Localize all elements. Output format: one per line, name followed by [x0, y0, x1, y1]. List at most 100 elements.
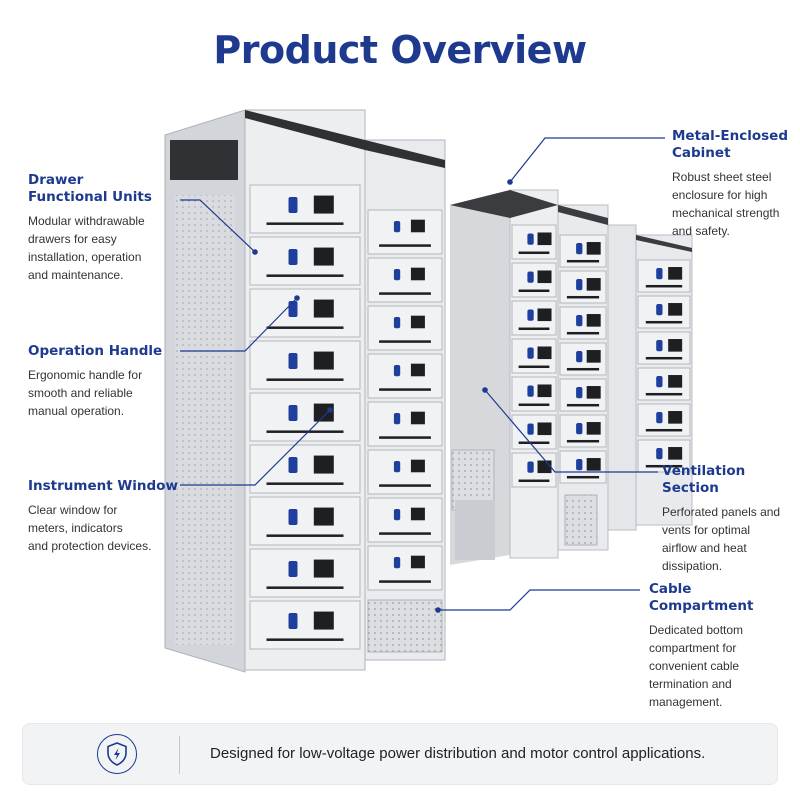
callout-operation-handle: Operation Handle Ergonomic handle for sm…	[28, 343, 178, 420]
instrument-window	[537, 346, 552, 360]
instrument-window	[313, 611, 334, 630]
leader-lines	[180, 137, 665, 611]
drawer-pull-bar	[266, 222, 344, 225]
operation-handle	[393, 509, 401, 521]
drawer-pull-bar	[518, 365, 550, 369]
instrument-window	[313, 351, 334, 370]
drawer-pull-bar	[518, 327, 550, 331]
instrument-window	[537, 422, 552, 436]
drawer-pull-bar	[518, 403, 550, 407]
instrument-window	[537, 460, 552, 474]
callout-description: Dedicated bottom compartment for conveni…	[649, 623, 744, 709]
instrument-window	[313, 195, 334, 214]
operation-handle	[288, 405, 298, 421]
drawer-pull-bar	[645, 356, 683, 360]
drawer-unit	[249, 236, 361, 286]
callout-heading: Metal-Enclosed	[672, 128, 788, 144]
drawer-pull-bar	[379, 292, 431, 295]
callout-heading: Cable Compartment	[649, 581, 754, 614]
operation-handle	[527, 423, 534, 435]
drawer-pull-bar	[266, 638, 344, 641]
drawer-unit	[249, 548, 361, 598]
operation-handle	[288, 301, 298, 317]
drawer-pull-bar	[379, 388, 431, 391]
instrument-window	[586, 350, 601, 363]
instrument-window	[586, 422, 601, 435]
callout-heading: Operation Handle	[28, 343, 163, 359]
drawer-pull-bar	[266, 378, 344, 381]
drawer-pull-bar	[266, 586, 344, 589]
drawer-pull-bar	[645, 428, 683, 432]
operation-handle	[656, 340, 663, 352]
operation-handle	[576, 387, 583, 399]
operation-handle	[288, 197, 298, 213]
drawer-unit	[367, 257, 443, 303]
operation-handle	[576, 459, 583, 471]
instrument-window	[668, 267, 683, 280]
drawer-unit	[367, 497, 443, 543]
operation-handle	[393, 557, 401, 569]
leader-dots	[252, 179, 513, 613]
shield-lightning-icon	[97, 734, 137, 774]
instrument-window	[537, 270, 552, 284]
drawer-pull-bar	[379, 484, 431, 487]
instrument-window	[410, 219, 425, 233]
operation-handle	[576, 243, 583, 255]
instrument-window	[668, 375, 683, 388]
operation-handle	[288, 613, 298, 629]
operation-handle	[527, 309, 534, 321]
drawer-pull-bar	[518, 251, 550, 255]
callout-cable-compartment: Cable Compartment Dedicated bottom compa…	[649, 581, 789, 711]
callout-ventilation-section: Ventilation Section Perforated panels an…	[662, 463, 787, 575]
operation-handle	[656, 376, 663, 388]
drawer-unit	[249, 184, 361, 234]
instrument-window	[410, 267, 425, 281]
operation-handle	[393, 269, 401, 281]
callout-heading: Drawer	[28, 172, 84, 188]
instrument-window	[586, 458, 601, 471]
drawer-unit	[249, 288, 361, 338]
operation-handle	[393, 461, 401, 473]
operation-handle	[527, 347, 534, 359]
operation-handle	[288, 561, 298, 577]
drawer-pull-bar	[645, 464, 683, 468]
drawer-pull-bar	[379, 532, 431, 535]
operation-handle	[656, 268, 663, 280]
footer-banner: Designed for low-voltage power distribut…	[22, 723, 778, 785]
drawer-pull-bar	[266, 430, 344, 433]
instrument-window	[313, 299, 334, 318]
footer-divider	[179, 736, 180, 774]
instrument-window	[537, 232, 552, 246]
operation-handle	[656, 412, 663, 424]
instrument-window	[313, 455, 334, 474]
page-title: Product Overview	[213, 28, 587, 72]
instrument-window	[410, 411, 425, 425]
drawer-unit	[367, 305, 443, 351]
callout-description: Ergonomic handle for smooth and reliable…	[28, 368, 143, 418]
instrument-window	[668, 447, 683, 460]
instrument-window	[313, 507, 334, 526]
drawer-unit	[367, 353, 443, 399]
drawer-pull-bar	[566, 259, 600, 263]
drawer-pull-bar	[518, 289, 550, 293]
callout-instrument-window: Instrument Window Clear window for meter…	[28, 478, 178, 555]
drawer-pull-bar	[566, 295, 600, 299]
operation-handle	[393, 413, 401, 425]
drawer-pull-bar	[266, 534, 344, 537]
operation-handle	[576, 423, 583, 435]
operation-handle	[527, 271, 534, 283]
front-drawer-units	[249, 184, 443, 650]
instrument-window	[586, 386, 601, 399]
instrument-window	[668, 339, 683, 352]
drawer-pull-bar	[566, 403, 600, 407]
drawer-pull-bar	[645, 320, 683, 324]
switchgear-illustration	[164, 109, 693, 673]
instrument-window	[537, 384, 552, 398]
drawer-unit	[249, 340, 361, 390]
instrument-window	[313, 559, 334, 578]
operation-handle	[288, 249, 298, 265]
drawer-unit	[367, 449, 443, 495]
operation-handle	[576, 315, 583, 327]
callout-description: Robust sheet steel enclosure for high me…	[672, 170, 780, 238]
rear-drawer-handles	[511, 224, 691, 488]
